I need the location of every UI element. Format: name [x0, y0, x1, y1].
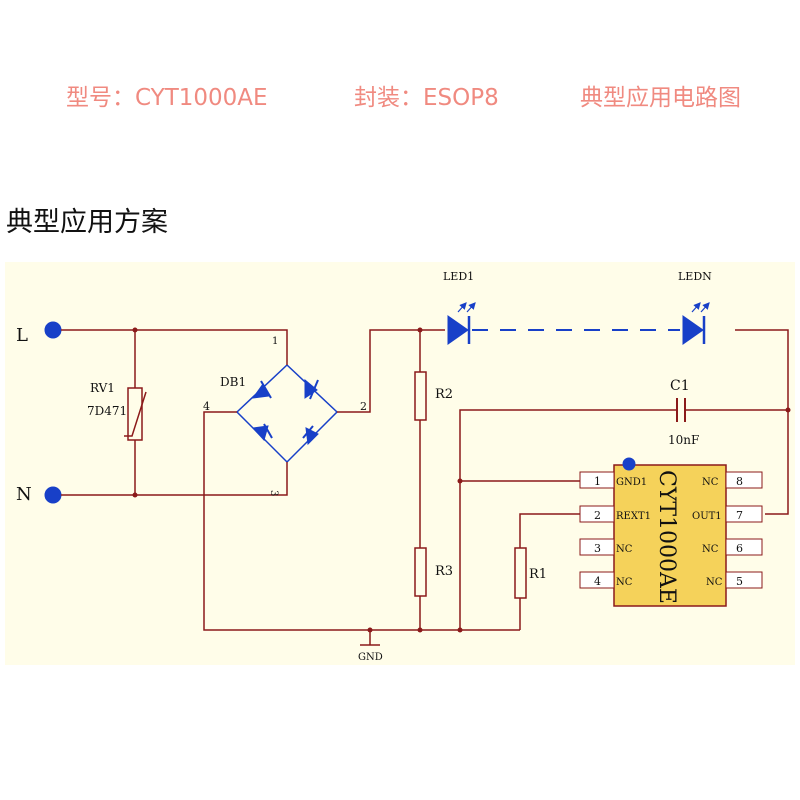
model-label: 型号：CYT1000AE	[66, 85, 268, 111]
schematic-panel: L N RV1 7D471 DB1 1 2 3 4 R2 R3	[5, 262, 795, 665]
wire-led-return	[735, 329, 789, 515]
varistor-rv1	[127, 387, 143, 441]
terminal-l-label: L	[16, 325, 28, 346]
ledn	[682, 302, 710, 345]
r3-label: R3	[435, 564, 453, 579]
db1-pin1: 1	[272, 336, 278, 347]
ic-pin7-num: 7	[736, 509, 743, 522]
ic-pin2-label: REXT1	[616, 511, 651, 522]
circuit-title: 典型应用电路图	[580, 85, 741, 111]
rv1-value: 7D471	[87, 404, 127, 418]
varistor-slash	[124, 391, 147, 437]
wire-l	[61, 329, 288, 345]
ic-pin2-num: 2	[594, 509, 601, 522]
resistor-r1	[514, 547, 527, 599]
ic-pin4-num: 4	[594, 575, 601, 588]
c1-value: 10nF	[668, 433, 699, 447]
wire-c1-left	[459, 409, 676, 630]
ic-body	[613, 464, 727, 607]
db1-pin2: 2	[360, 400, 367, 413]
ic-pin5-label: NC	[706, 577, 723, 588]
ic-pin5-num: 5	[736, 575, 743, 588]
led1-label: LED1	[443, 270, 474, 283]
ic-pin6-num: 6	[736, 542, 743, 555]
ic-name: CYT1000AE	[654, 470, 679, 604]
ic-pins-right	[725, 471, 763, 589]
db1-pin4: 4	[203, 400, 210, 413]
terminal-l	[44, 321, 62, 339]
db1-ref: DB1	[220, 375, 246, 389]
r2-label: R2	[435, 387, 453, 402]
resistor-r2	[414, 371, 427, 421]
circuit-diagram: L N RV1 7D471 DB1 1 2 3 4 R2 R3	[16, 270, 791, 663]
header: 型号：CYT1000AE 封装：ESOP8 典型应用电路图	[0, 78, 800, 114]
led1	[447, 302, 476, 345]
ic-pin8-num: 8	[736, 475, 743, 488]
ic-pin1-num: 1	[594, 475, 601, 488]
package-label: 封装：ESOP8	[354, 85, 499, 111]
terminal-n-label: N	[16, 484, 32, 505]
ic-pin6-label: NC	[702, 544, 719, 555]
wire-dc-plus	[337, 329, 445, 413]
c1-ref: C1	[670, 378, 690, 394]
ic-pin8-label: NC	[702, 477, 719, 488]
gnd-label: GND	[358, 652, 383, 663]
wire-n	[61, 465, 288, 496]
terminal-n	[44, 486, 62, 504]
rv1-ref: RV1	[90, 381, 115, 395]
ic-pins-left	[579, 471, 615, 589]
wire-rext	[519, 513, 580, 548]
resistor-r3	[414, 547, 427, 597]
ic-pin7-label: OUT1	[692, 511, 722, 522]
r1-label: R1	[529, 567, 547, 582]
ic-pin3-num: 3	[594, 542, 601, 555]
ledn-label: LEDN	[678, 270, 712, 283]
bridge-rectifier-db1	[235, 345, 339, 465]
ic-pin1-label: GND1	[616, 477, 647, 488]
ic-pin1-dot	[622, 457, 636, 471]
wire-gnd	[203, 411, 520, 631]
ic-pin4-label: NC	[616, 577, 633, 588]
section-title: 典型应用方案	[6, 207, 168, 238]
db1-pin3: 3	[268, 490, 279, 496]
ic-pin3-label: NC	[616, 544, 633, 555]
